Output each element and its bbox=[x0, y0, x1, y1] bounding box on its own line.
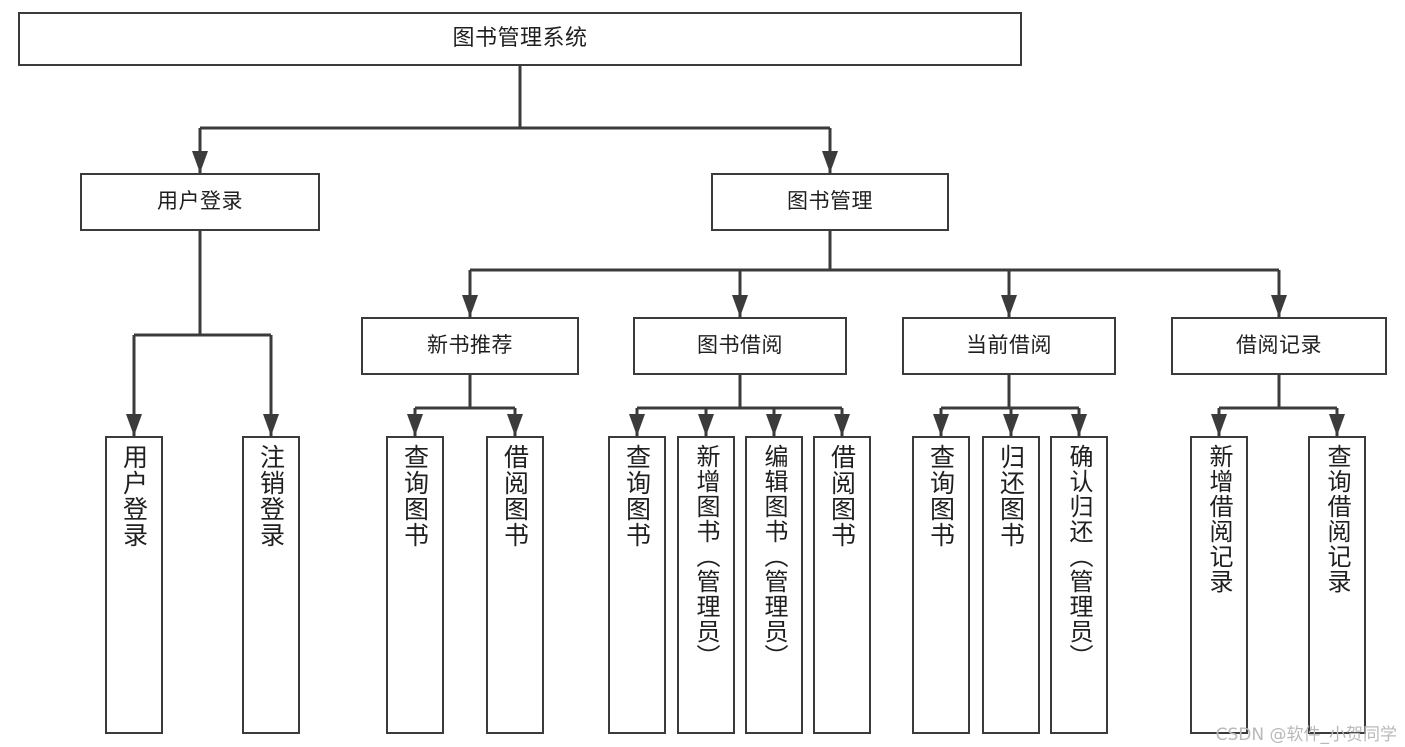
node-leaf_edit_book[interactable]: 编辑图书（管理员） bbox=[745, 436, 803, 734]
node-leaf_user_login[interactable]: 用户登录 bbox=[105, 436, 163, 734]
node-label-leaf_edit_book: 编辑图书（管理员） bbox=[760, 444, 788, 669]
arrowhead-icon-leaf_borrow_book_1 bbox=[507, 414, 523, 436]
arrowhead-icon-leaf_query_book_1 bbox=[407, 414, 423, 436]
node-leaf_query_book_2[interactable]: 查询图书 bbox=[608, 436, 666, 734]
node-label-leaf_confirm_return: 确认归还（管理员） bbox=[1065, 444, 1093, 669]
node-label-root: 图书管理系统 bbox=[452, 25, 588, 51]
arrowhead-icon-leaf_logout bbox=[263, 414, 279, 436]
arrowhead-icon-leaf_add_record bbox=[1211, 414, 1227, 436]
arrowhead-icon-user_login bbox=[192, 151, 208, 173]
node-leaf_query_book_1[interactable]: 查询图书 bbox=[386, 436, 444, 734]
arrowhead-icon-book_borrow bbox=[732, 295, 748, 317]
node-leaf_add_record[interactable]: 新增借阅记录 bbox=[1190, 436, 1248, 734]
node-borrow_record[interactable]: 借阅记录 bbox=[1171, 317, 1387, 375]
arrowhead-icon-leaf_edit_book bbox=[766, 414, 782, 436]
arrowhead-icon-leaf_borrow_book_2 bbox=[834, 414, 850, 436]
arrowhead-icon-leaf_query_book_3 bbox=[933, 414, 949, 436]
node-label-book_borrow: 图书借阅 bbox=[697, 333, 783, 358]
arrowhead-icon-leaf_user_login bbox=[126, 414, 142, 436]
arrowhead-icon-book_manage bbox=[822, 151, 838, 173]
node-leaf_add_book[interactable]: 新增图书（管理员） bbox=[677, 436, 735, 734]
node-label-current_borrow: 当前借阅 bbox=[966, 333, 1052, 358]
node-leaf_return_book[interactable]: 归还图书 bbox=[982, 436, 1040, 734]
node-label-leaf_query_book_3: 查询图书 bbox=[926, 444, 956, 548]
arrowhead-icon-leaf_return_book bbox=[1003, 414, 1019, 436]
node-label-leaf_borrow_book_1: 借阅图书 bbox=[500, 444, 530, 548]
node-root[interactable]: 图书管理系统 bbox=[18, 12, 1022, 66]
node-label-leaf_query_record: 查询借阅记录 bbox=[1323, 444, 1351, 594]
arrowhead-icon-current_borrow bbox=[1001, 295, 1017, 317]
node-leaf_logout[interactable]: 注销登录 bbox=[242, 436, 300, 734]
node-label-leaf_add_book: 新增图书（管理员） bbox=[692, 444, 720, 669]
arrowhead-icon-new_book_rec bbox=[462, 295, 478, 317]
arrowhead-icon-leaf_add_book bbox=[698, 414, 714, 436]
node-user_login[interactable]: 用户登录 bbox=[80, 173, 320, 231]
node-label-leaf_return_book: 归还图书 bbox=[996, 444, 1026, 548]
watermark-text: CSDN @软件_小贺同学 bbox=[1215, 725, 1397, 745]
node-book_manage[interactable]: 图书管理 bbox=[711, 173, 949, 231]
node-label-borrow_record: 借阅记录 bbox=[1236, 333, 1322, 358]
node-label-leaf_user_login: 用户登录 bbox=[119, 444, 149, 548]
node-leaf_confirm_return[interactable]: 确认归还（管理员） bbox=[1050, 436, 1108, 734]
node-leaf_borrow_book_1[interactable]: 借阅图书 bbox=[486, 436, 544, 734]
node-label-leaf_query_book_2: 查询图书 bbox=[622, 444, 652, 548]
arrowhead-icon-leaf_query_record bbox=[1329, 414, 1345, 436]
node-label-book_manage: 图书管理 bbox=[787, 189, 873, 214]
node-label-user_login: 用户登录 bbox=[157, 189, 243, 214]
node-label-leaf_borrow_book_2: 借阅图书 bbox=[827, 444, 857, 548]
node-leaf_borrow_book_2[interactable]: 借阅图书 bbox=[813, 436, 871, 734]
node-new_book_rec[interactable]: 新书推荐 bbox=[361, 317, 579, 375]
arrowhead-icon-leaf_query_book_2 bbox=[629, 414, 645, 436]
node-label-new_book_rec: 新书推荐 bbox=[427, 333, 513, 358]
arrowhead-icon-leaf_confirm_return bbox=[1071, 414, 1087, 436]
node-label-leaf_add_record: 新增借阅记录 bbox=[1205, 444, 1233, 594]
node-label-leaf_logout: 注销登录 bbox=[256, 444, 286, 548]
arrowhead-icon-borrow_record bbox=[1271, 295, 1287, 317]
node-leaf_query_book_3[interactable]: 查询图书 bbox=[912, 436, 970, 734]
node-label-leaf_query_book_1: 查询图书 bbox=[400, 444, 430, 548]
node-book_borrow[interactable]: 图书借阅 bbox=[633, 317, 847, 375]
node-leaf_query_record[interactable]: 查询借阅记录 bbox=[1308, 436, 1366, 734]
node-current_borrow[interactable]: 当前借阅 bbox=[902, 317, 1116, 375]
